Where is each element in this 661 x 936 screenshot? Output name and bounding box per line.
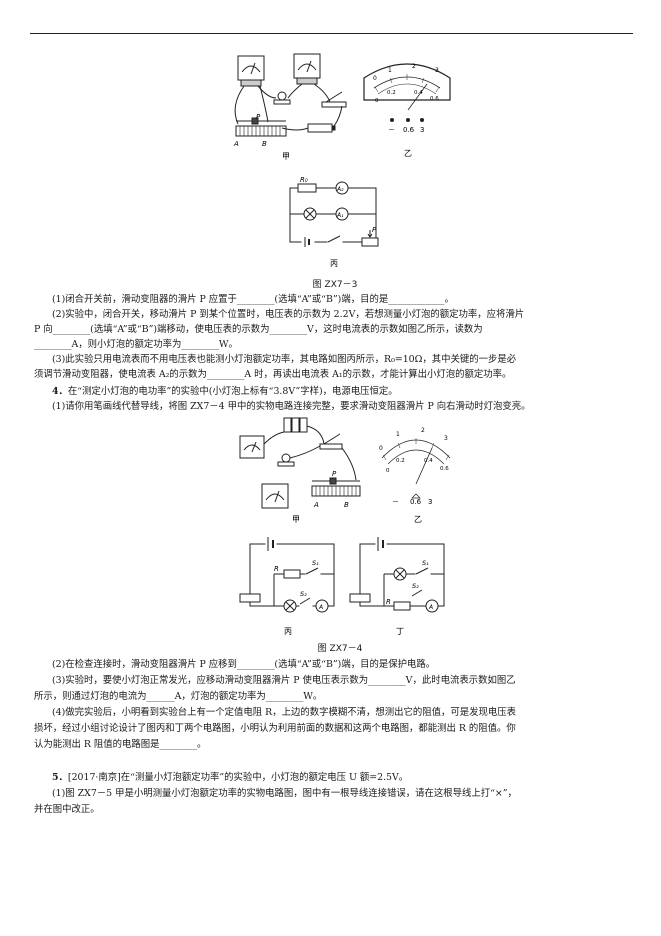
lamp-icon xyxy=(277,453,295,467)
svg-text:0.4: 0.4 xyxy=(414,90,423,96)
r0-label: R₀ xyxy=(300,176,308,184)
q3-part3-line2: 须调节滑动变阻器，使电流表 A₂的示数为________A 时，再读出电流表 A… xyxy=(34,369,512,380)
svg-text:1: 1 xyxy=(396,431,400,438)
svg-text:3: 3 xyxy=(435,67,439,74)
q3-part3-line1: (3)此实验只用电流表而不用电压表也能测小灯泡额定功率，其电路如图丙所示，R₀=… xyxy=(52,354,517,365)
svg-text:－: － xyxy=(388,126,395,134)
svg-text:0.2: 0.2 xyxy=(387,90,396,96)
q3-part1: (1)闭合开关前，滑动变阻器的滑片 P 应置于________(选填“A”或“B… xyxy=(52,294,454,305)
panel-label-jia-4: 甲 xyxy=(292,515,300,524)
q5-part1-line2: 并在图中改正。 xyxy=(34,804,100,815)
panel-label-bing: 丙 xyxy=(330,259,338,268)
panel-label-jia: 甲 xyxy=(282,152,290,161)
voltmeter-icon xyxy=(237,55,265,87)
figure-zx7-4-bottom: R S₁ S₂ A 丙 S₁ S₂ R A 丁 xyxy=(239,537,445,636)
svg-text:3: 3 xyxy=(428,498,432,506)
q4-part1: (1)请你用笔画线代替导线，将图 ZX7－4 甲中的实物电路连接完整，要求滑动变… xyxy=(52,401,531,412)
ammeter-icon xyxy=(239,435,265,459)
svg-text:R: R xyxy=(386,598,391,606)
q4-part4-line1: (4)做完实验后，小明看到实验台上有一个定值电阻 R，上边的数字模糊不清，想测出… xyxy=(52,707,516,718)
svg-text:3: 3 xyxy=(420,126,424,134)
q5-number: 5． xyxy=(52,772,68,783)
header-rule xyxy=(30,33,633,34)
svg-text:S₁: S₁ xyxy=(422,559,429,567)
q3-part2-line1: (2)实验中，闭合开关，移动滑片 P 到某个位置时，电压表的示数为 2.2V，若… xyxy=(52,309,525,320)
svg-text:3: 3 xyxy=(444,435,448,442)
figure-zx7-3-top: P A B 甲 0 1 2 3 0 0.2 0.4 0.6 － 0.6 3 乙 xyxy=(233,53,451,161)
circuit-bing xyxy=(239,537,335,613)
lamp-icon xyxy=(273,91,291,105)
rheostat-b-label: B xyxy=(262,140,267,148)
slider-label: P xyxy=(256,113,261,121)
q3-part2-line2: P 向________(选填“A”或“B”)端移动，使电压表的示数为______… xyxy=(34,324,483,335)
rheostat-icon xyxy=(235,117,287,137)
svg-text:2: 2 xyxy=(421,427,425,434)
svg-text:0.4: 0.4 xyxy=(424,458,433,464)
rheostat-icon xyxy=(311,477,361,497)
svg-text:0: 0 xyxy=(379,445,383,452)
q3-part2-line3: ________A，则小灯泡的额定功率为________W。 xyxy=(34,339,238,350)
switch-icon xyxy=(321,91,347,108)
battery-icon xyxy=(307,123,336,133)
panel-label-bing-4: 丙 xyxy=(284,627,292,636)
svg-text:0: 0 xyxy=(386,468,390,474)
q4-stem: 4．在“测定小灯泡的电功率”的实验中(小灯泡上标有“3.8V”字样)，电源电压恒… xyxy=(52,386,398,397)
figure-caption-zx7-3: 图 ZX7－3 xyxy=(312,280,358,290)
ammeter-dial-4: 0 1 2 3 0 0.2 0.4 0.6 － 0.6 3 xyxy=(379,427,451,506)
svg-text:－: － xyxy=(392,498,399,506)
ammeter-dial: 0 1 2 3 0 0.2 0.4 0.6 － 0.6 3 xyxy=(363,63,451,134)
figure-caption-zx7-4: 图 ZX7－4 xyxy=(317,644,363,654)
svg-text:A: A xyxy=(313,501,319,509)
svg-text:0.6: 0.6 xyxy=(403,126,415,134)
svg-text:2: 2 xyxy=(412,63,416,70)
figure-zx7-4-top: P A B 甲 0 1 2 3 0 0.2 0.4 0.6 － 0.6 3 乙 xyxy=(239,417,451,524)
q5-stem: 5．[2017·南京]在“测量小灯泡额定功率”的实验中，小灯泡的额定电压 U 额… xyxy=(52,772,409,783)
figure-zx7-3-bing: R₀ A₂ A₁ P 丙 xyxy=(289,176,379,268)
svg-text:0.2: 0.2 xyxy=(396,458,405,464)
svg-text:A: A xyxy=(318,604,323,611)
svg-text:S₂: S₂ xyxy=(412,582,419,590)
svg-text:1: 1 xyxy=(388,67,392,74)
svg-text:0.6: 0.6 xyxy=(430,96,439,102)
q4-part3-line1: (3)实验时，要使小灯泡正常发光，应移动滑动变阻器滑片 P 使电压表示数为___… xyxy=(52,675,516,686)
svg-text:0.6: 0.6 xyxy=(410,498,422,506)
a2-label: A₂ xyxy=(336,186,344,193)
a1-label: A₁ xyxy=(336,212,344,219)
q4-part2: (2)在检查连接时，滑动变阻器滑片 P 应移到________(选填“A”或“B… xyxy=(52,659,436,670)
svg-text:P: P xyxy=(372,226,377,234)
battery-icon xyxy=(283,417,308,433)
ammeter-icon xyxy=(293,53,321,85)
voltmeter-icon xyxy=(261,483,289,509)
q4-part3-line2: 所示，则通过灯泡的电流为______A，灯泡的额定功率为________W。 xyxy=(34,691,323,702)
panel-label-ding-4: 丁 xyxy=(396,627,404,636)
svg-text:S₂: S₂ xyxy=(300,590,307,598)
q5-part1-line1: (1)图 ZX7－5 甲是小明测量小灯泡额定功率的实物电路图，图中有一根导线连接… xyxy=(52,788,517,799)
dial-needle xyxy=(407,83,428,111)
q4-part4-line2: 损坏，经过小组讨论设计了图丙和丁两个电路图，小明认为利用前面的数据和这两个电路图… xyxy=(34,723,516,734)
svg-text:R: R xyxy=(274,565,279,573)
svg-text:P: P xyxy=(332,470,337,478)
svg-text:B: B xyxy=(344,501,349,509)
q4-part4-line3: 认为能测出 R 阻值的电路图是________。 xyxy=(34,739,207,750)
svg-text:S₁: S₁ xyxy=(312,559,319,567)
svg-text:0.6: 0.6 xyxy=(440,466,449,472)
svg-text:0: 0 xyxy=(373,75,377,82)
panel-label-yi: 乙 xyxy=(404,149,412,158)
rheostat-a-label: A xyxy=(233,140,239,148)
svg-text:A: A xyxy=(428,604,433,611)
circuit-ding xyxy=(349,537,445,613)
panel-label-yi-4: 乙 xyxy=(414,515,422,524)
svg-text:0: 0 xyxy=(375,98,379,104)
q4-number: 4． xyxy=(52,386,68,397)
